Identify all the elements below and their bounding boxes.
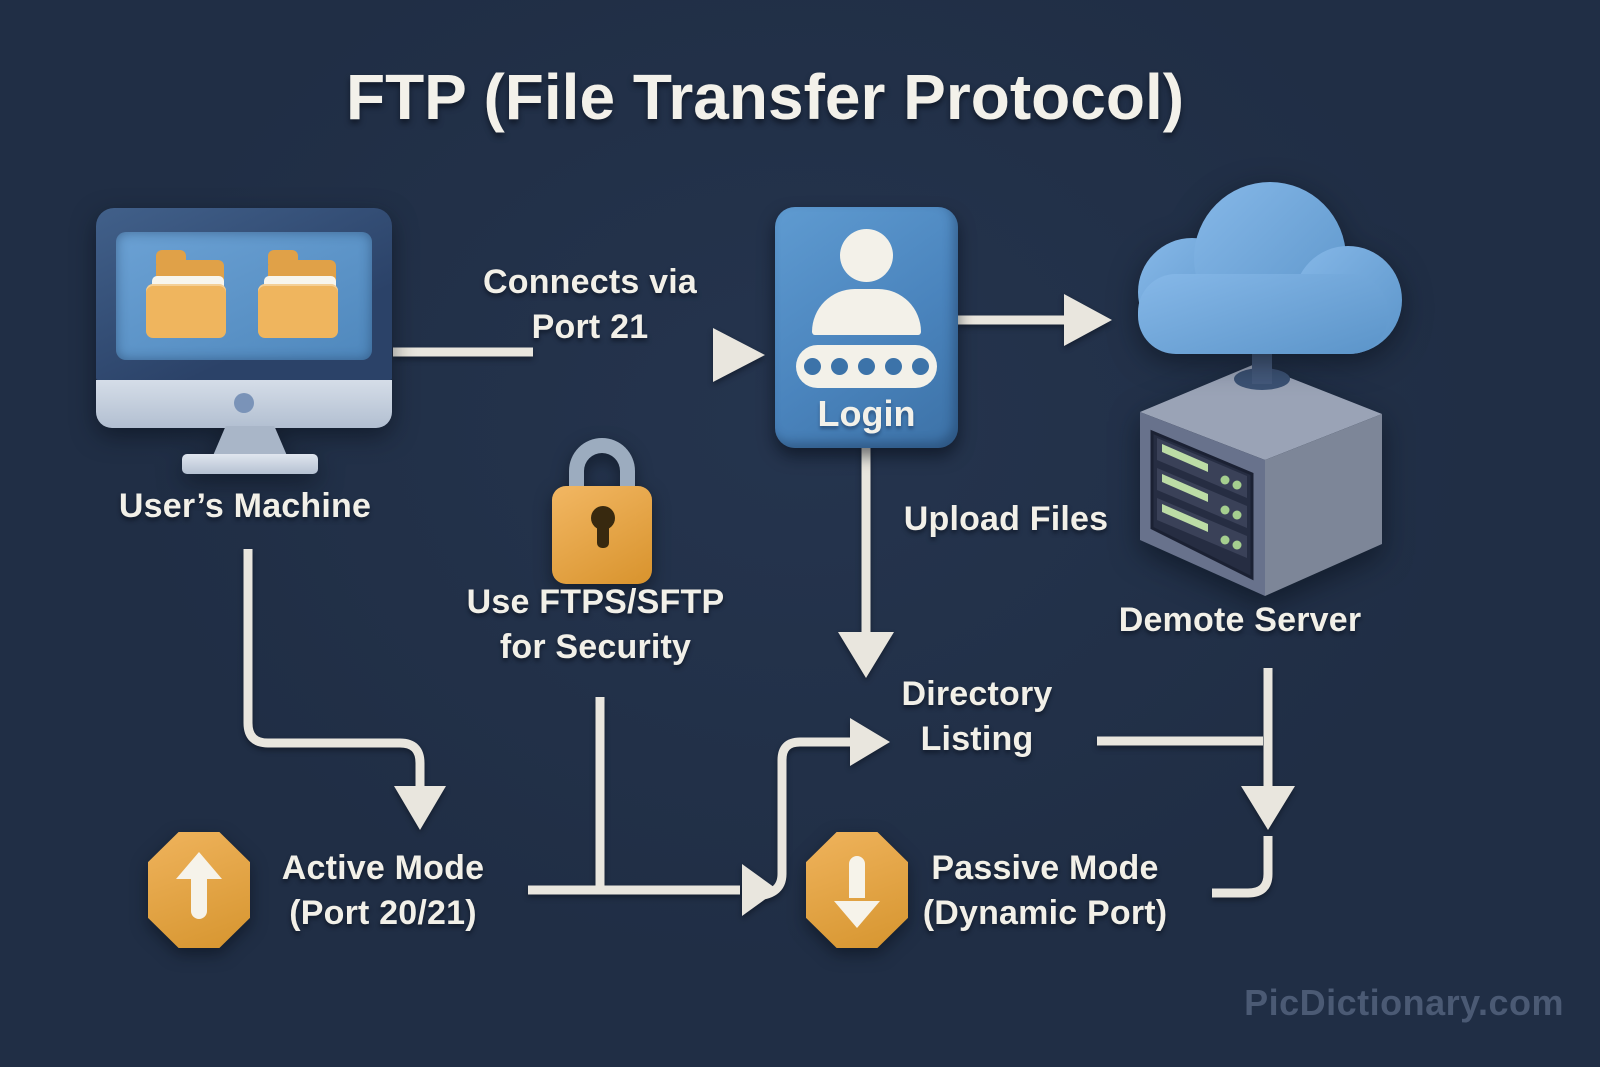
connects-label: Connects via Port 21 bbox=[482, 263, 698, 346]
arrowhead-active-passive bbox=[742, 864, 778, 916]
monitor-frame bbox=[96, 208, 392, 380]
login-label: Login bbox=[817, 393, 916, 434]
folder-icon bbox=[256, 248, 348, 342]
arrow-down-octagon-icon bbox=[806, 832, 908, 948]
monitor-chin bbox=[96, 380, 392, 428]
server-icon bbox=[1140, 364, 1382, 596]
arrowhead-login-cloud bbox=[1064, 294, 1112, 346]
watermark: PicDictionary.com bbox=[1244, 982, 1564, 1023]
upload-files-label: Upload Files bbox=[903, 500, 1109, 538]
passive-mode-label: Passive Mode (Dynamic Port) bbox=[922, 849, 1168, 932]
line-server-passive bbox=[1212, 836, 1273, 898]
monitor-stand bbox=[212, 426, 288, 458]
monitor-base bbox=[182, 454, 318, 474]
arrowhead-server-down bbox=[1241, 786, 1295, 830]
user-machine-label: User’s Machine bbox=[118, 487, 372, 525]
monitor-icon bbox=[96, 208, 392, 474]
user-icon-shoulders bbox=[812, 289, 921, 335]
login-panel: Login bbox=[775, 207, 958, 448]
directory-listing-label: Directory Listing bbox=[901, 675, 1053, 758]
arrow-line-machine-active bbox=[243, 549, 425, 788]
arrowhead-upload bbox=[838, 632, 894, 678]
folder-icon bbox=[144, 248, 236, 342]
page-title: FTP (File Transfer Protocol) bbox=[345, 61, 1185, 133]
password-dots-icon bbox=[796, 345, 937, 388]
server-led-dots bbox=[1220, 475, 1242, 550]
monitor-screen bbox=[116, 232, 372, 360]
arrow-up-octagon-icon bbox=[148, 832, 250, 948]
user-icon bbox=[840, 229, 893, 282]
arrowhead-machine-active bbox=[394, 786, 446, 830]
security-label: Use FTPS/SFTP for Security bbox=[466, 583, 725, 666]
arrowhead-connects bbox=[713, 328, 765, 382]
arrowhead-passive-directory bbox=[850, 718, 890, 766]
lock-icon bbox=[552, 438, 652, 584]
active-mode-label: Active Mode (Port 20/21) bbox=[281, 849, 485, 932]
remote-server-label: Demote Server bbox=[1118, 601, 1362, 639]
camera-dot-icon bbox=[234, 393, 254, 413]
server-led-bars bbox=[1162, 444, 1208, 532]
cloud-icon bbox=[1138, 182, 1402, 354]
